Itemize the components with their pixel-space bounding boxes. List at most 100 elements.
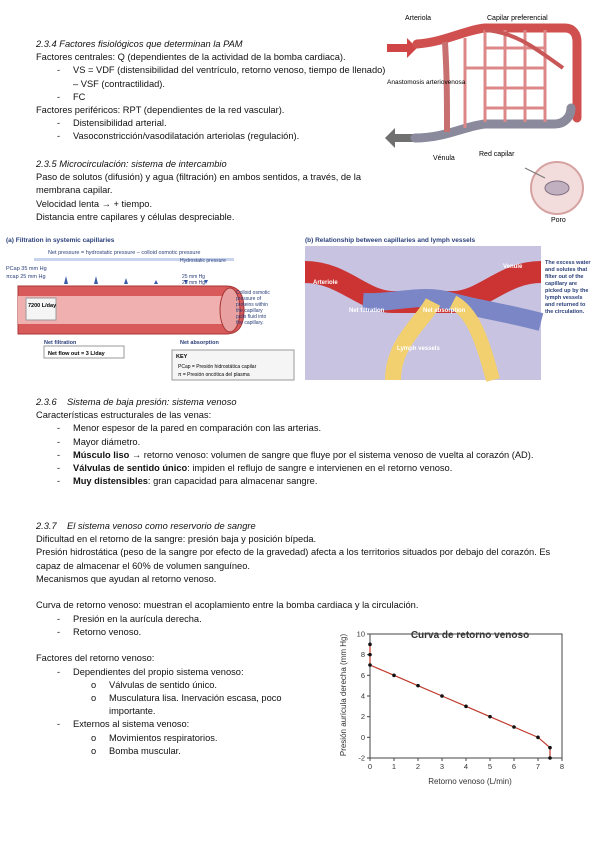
paragraph: Factores del retorno venoso:	[36, 653, 155, 664]
peripheral-factors: Factores periféricos: RPT (dependientes …	[36, 105, 285, 116]
svg-text:Poro: Poro	[551, 217, 566, 224]
svg-text:(a) Filtration in systemic cap: (a) Filtration in systemic capillaries	[6, 237, 115, 244]
paragraph: Dificultad en el retorno de la sangre: p…	[36, 534, 317, 545]
section-2-3-5: 2.3.5 Microcirculación: sistema de inter…	[36, 158, 366, 224]
svg-text:KEY: KEY	[176, 354, 188, 360]
series-line	[369, 644, 551, 758]
svg-text:picked up by the: picked up by the	[545, 288, 588, 294]
data-point	[416, 683, 420, 688]
list-item: -FC	[57, 91, 86, 102]
section-2-3-7-lists: -Presión en la aurícula derecha. -Retorn…	[36, 613, 326, 758]
svg-text:PCap = Presión hidrostática ca: PCap = Presión hidrostática capilar	[178, 364, 257, 370]
list-item: -Vasoconstricción/vasodilatación arterio…	[57, 131, 300, 142]
paragraph: Velocidad lenta → + tiempo.	[36, 198, 153, 209]
data-point	[488, 714, 492, 719]
y-tick-label: 4	[361, 692, 365, 701]
section-heading: 2.3.6 Sistema de baja presión: sistema v…	[36, 397, 237, 407]
data-point	[536, 735, 540, 740]
x-axis-label: Retorno venoso (L/min)	[428, 777, 512, 786]
svg-text:and returned to: and returned to	[545, 302, 586, 308]
paragraph: Distancia entre capilares y células desp…	[36, 211, 235, 222]
data-point	[512, 725, 516, 729]
svg-text:the circulation.: the circulation.	[545, 309, 585, 315]
svg-text:Net filtration: Net filtration	[349, 308, 385, 314]
svg-text:πcap 25 mm Hg: πcap 25 mm Hg	[6, 274, 46, 280]
section-heading: 2.3.5 Microcirculación: sistema de inter…	[36, 159, 227, 169]
svg-text:Net pressure = hydrostatic pre: Net pressure = hydrostatic pressure – co…	[48, 250, 200, 256]
paragraph: Presión hidrostática (peso de la sangre …	[36, 547, 551, 571]
y-axis-label: Presión aurícula derecha (mm Hg)	[339, 634, 348, 757]
svg-text:π = Presión oncótica del plasm: π = Presión oncótica del plasma	[178, 372, 250, 378]
paragraph: Características estructurales de las ven…	[36, 410, 212, 421]
svg-text:the capillary: the capillary	[236, 308, 263, 314]
svg-text:the capillary.: the capillary.	[236, 320, 264, 326]
section-2-3-7: 2.3.7 El sistema venoso como reservorio …	[36, 520, 566, 612]
list-item: -Externos al sistema venoso:	[57, 719, 190, 730]
svg-text:Hydrostatic pressure: Hydrostatic pressure	[180, 258, 226, 264]
x-tick-label: 0	[368, 762, 372, 771]
y-tick-label: 8	[361, 650, 365, 659]
x-tick-label: 8	[560, 762, 564, 771]
svg-text:lymph vessels: lymph vessels	[545, 295, 583, 301]
svg-text:Arteriola: Arteriola	[405, 15, 431, 22]
list-item: -Presión en la aurícula derecha.	[57, 614, 202, 624]
svg-text:proteins within: proteins within	[236, 302, 268, 308]
svg-text:25 mm Hg: 25 mm Hg	[182, 280, 205, 286]
data-point	[392, 673, 396, 678]
chart-title: Curva de retorno venoso	[411, 630, 529, 641]
x-tick-label: 5	[488, 762, 492, 771]
list-item: -Válvulas de sentido único: impiden el r…	[57, 463, 453, 474]
central-factors: Factores centrales: Q (dependientes de l…	[36, 52, 346, 63]
x-tick-label: 3	[440, 762, 444, 771]
svg-text:PCap 35 mm Hg: PCap 35 mm Hg	[6, 266, 47, 272]
lymph-diagram: (b) Relationship between capillaries and…	[304, 237, 591, 382]
svg-text:Net filtration: Net filtration	[44, 340, 77, 346]
section-heading: 2.3.4 Factores fisiológicos que determin…	[36, 39, 243, 49]
list-item: -Dependientes del propio sistema venoso:	[57, 666, 244, 677]
list-item: -Retorno venoso.	[57, 627, 142, 638]
svg-text:Vénula: Vénula	[433, 155, 455, 162]
data-point	[440, 694, 444, 698]
list-item: -Muy distensibles: gran capacidad para a…	[57, 476, 318, 487]
svg-text:Red capilar: Red capilar	[479, 151, 515, 158]
data-point	[368, 642, 372, 647]
venous-return-chart: Curva de retorno venoso Presión aurícula…	[339, 630, 564, 787]
svg-text:Anastomosis arteriovenosa: Anastomosis arteriovenosa	[387, 79, 466, 86]
svg-text:capillary are: capillary are	[545, 281, 577, 287]
svg-text:Net absorption: Net absorption	[180, 340, 219, 346]
svg-text:Lymph vessels: Lymph vessels	[397, 346, 440, 352]
outflow-arrow-icon	[385, 128, 415, 148]
y-tick-label: 2	[361, 712, 365, 721]
y-tick-label: 6	[361, 671, 365, 680]
paragraph: Paso de solutos (difusión) y agua (filtr…	[36, 172, 362, 196]
x-tick-label: 2	[416, 762, 420, 771]
x-tick-label: 1	[392, 762, 396, 771]
list-item: -Mayor diámetro.	[57, 436, 141, 447]
svg-text:and solutes that: and solutes that	[545, 267, 587, 273]
list-item: -Menor espesor de la pared en comparació…	[57, 423, 322, 434]
list-item: -Distensibilidad arterial.	[57, 118, 167, 129]
x-tick-label: 4	[464, 762, 468, 771]
svg-text:pressure of: pressure of	[236, 296, 262, 302]
svg-text:pulls fluid into: pulls fluid into	[236, 314, 267, 320]
y-tick-label: 0	[361, 733, 365, 742]
svg-text:Capilar preferencial: Capilar preferencial	[487, 15, 548, 22]
x-tick-label: 7	[536, 762, 540, 771]
capillary-network-diagram: Arteriola Capilar preferencial Anastomos…	[385, 15, 584, 224]
svg-text:Arteriole: Arteriole	[313, 280, 338, 286]
svg-text:Venule: Venule	[503, 264, 523, 270]
svg-text:The excess water: The excess water	[545, 260, 591, 266]
data-point	[368, 663, 372, 667]
section-heading: 2.3.7 El sistema venoso como reservorio …	[36, 521, 256, 531]
paragraph: Curva de retorno venoso: muestran el aco…	[36, 600, 419, 611]
section-2-3-6: 2.3.6 Sistema de baja presión: sistema v…	[36, 396, 566, 488]
y-tick-label: -2	[358, 754, 365, 763]
inflow-arrow-icon	[387, 38, 417, 58]
x-tick-label: 6	[512, 762, 516, 771]
svg-text:filter out of the: filter out of the	[545, 274, 584, 280]
list-item: -VS = VDF (distensibilidad del ventrícul…	[57, 65, 386, 89]
filtration-diagram: (a) Filtration in systemic capillaries N…	[6, 237, 295, 381]
list-item: -Músculo liso → retorno venoso: volumen …	[57, 449, 534, 460]
